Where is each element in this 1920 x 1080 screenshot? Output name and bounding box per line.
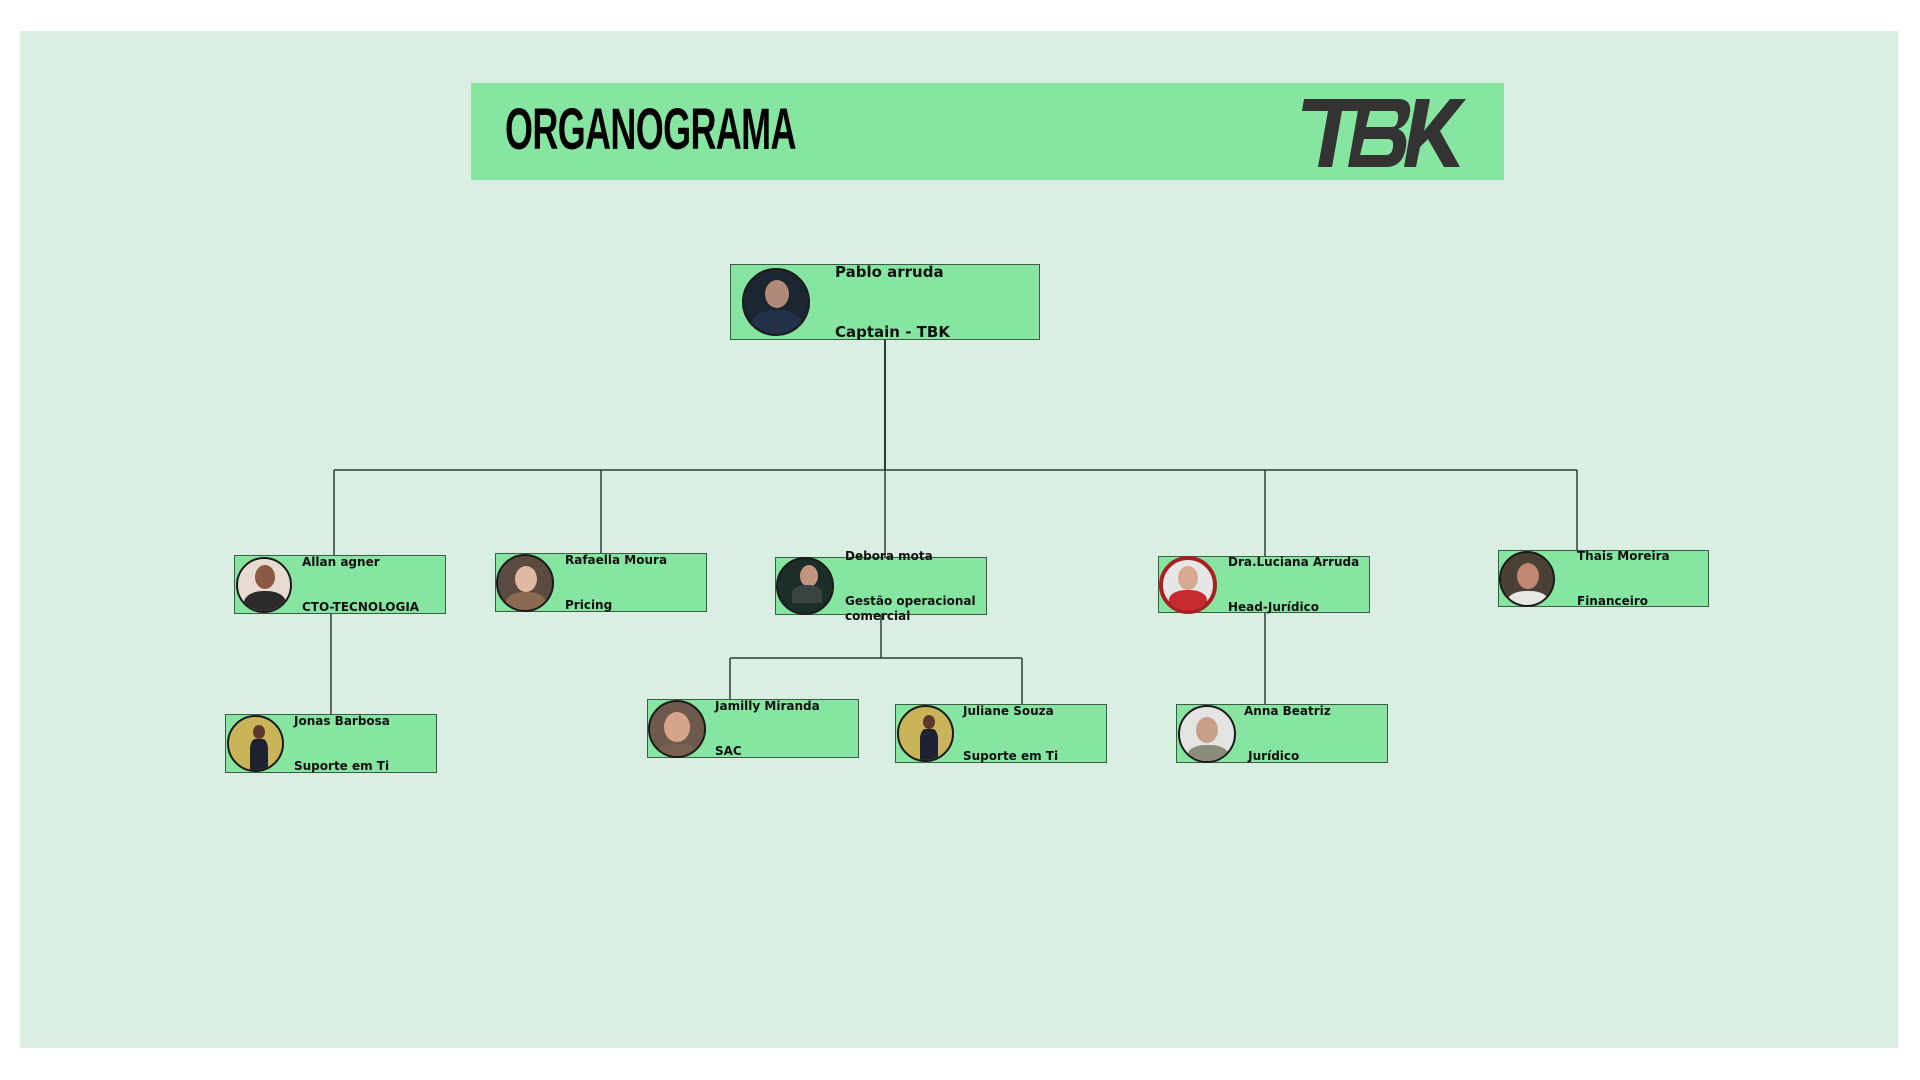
person-role: Captain - TBK [835,323,950,341]
diagram-canvas [20,31,1898,1048]
person-name: Juliane Souza [963,703,1054,718]
person-avatar-icon [742,268,810,336]
person-role: Gestão operacional comercial [845,593,976,623]
person-role: Head-Jurídico [1228,599,1319,614]
org-node-juliane[interactable]: Juliane Souza Suporte em Ti [895,704,1107,763]
org-node-anna[interactable]: Anna Beatriz Jurídico [1176,704,1388,763]
org-node-rafaella[interactable]: Rafaella Moura Pricing [495,553,707,612]
person-name: Anna Beatriz [1244,703,1331,718]
org-node-luciana[interactable]: Dra.Luciana Arruda Head-Jurídico [1158,554,1370,614]
person-avatar-icon [897,705,954,762]
person-role: Jurídico [1244,748,1300,763]
person-name: Thais Moreira [1577,548,1670,563]
org-node-jonas[interactable]: Jonas Barbosa Suporte em Ti [225,714,437,773]
person-name: Debora mota [845,548,933,563]
tbk-logo-icon [1302,99,1466,167]
person-name: Dra.Luciana Arruda [1228,554,1360,569]
person-avatar-icon [236,556,292,613]
person-role: CTO-TECNOLOGIA [302,599,420,614]
person-role: Suporte em Ti [294,758,390,773]
person-name: Allan agner [302,554,380,569]
person-role: Financeiro [1577,593,1649,608]
org-node-debora[interactable]: Debora mota Gestão operacional comercial [775,549,987,623]
org-node-thais[interactable]: Thais Moreira Financeiro [1498,548,1709,608]
person-avatar-icon [227,715,284,772]
person-avatar-icon [1499,550,1555,607]
person-role: SAC [715,743,742,758]
org-node-root[interactable]: Pablo arruda Captain - TBK [730,263,1040,341]
page-title: ORGANOGRAMA [505,97,796,162]
person-role: Pricing [565,597,613,612]
person-avatar-icon [776,557,834,615]
person-avatar-icon [648,699,706,758]
org-node-jamilly[interactable]: Jamilly Miranda SAC [647,699,859,758]
person-avatar-icon [1159,555,1217,614]
org-node-allan[interactable]: Allan agner CTO-TECNOLOGIA [234,555,446,614]
person-name: Jamilly Miranda [715,698,820,713]
person-role: Suporte em Ti [963,748,1059,763]
header-banner: ORGANOGRAMA [471,83,1504,180]
person-avatar-icon [496,553,554,612]
person-name: Pablo arruda [835,263,944,281]
person-name: Jonas Barbosa [294,713,390,728]
person-name: Rafaella Moura [565,552,668,567]
person-avatar-icon [1178,704,1236,763]
